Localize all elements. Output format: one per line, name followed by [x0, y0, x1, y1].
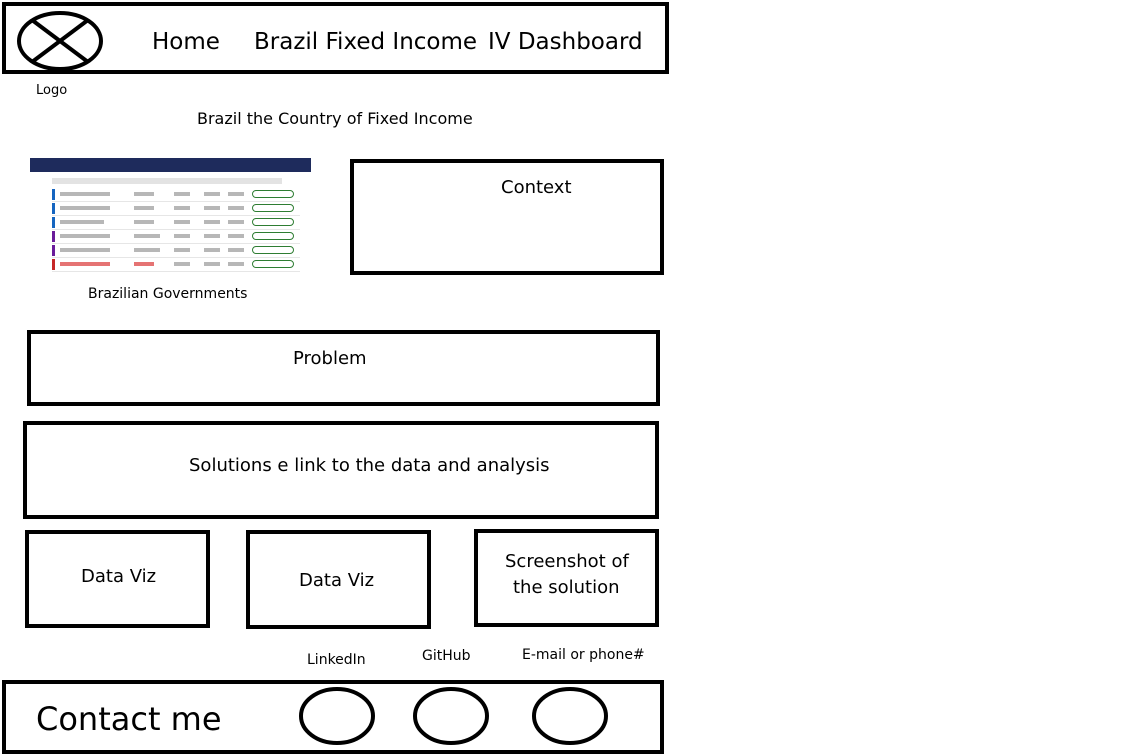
nav-link-brazil-fixed-income[interactable]: Brazil Fixed Income	[254, 29, 478, 55]
screenshot-label-line2: the solution	[513, 577, 620, 598]
contact-bar: Contact me	[2, 680, 664, 754]
data-viz-label-1: Data Viz	[81, 566, 157, 587]
context-heading: Context	[501, 177, 572, 198]
thumbnail-row	[52, 244, 300, 258]
logo-label: Logo	[36, 83, 68, 98]
contact-title: Contact me	[36, 700, 222, 738]
problem-section: Problem	[27, 330, 660, 406]
problem-heading: Problem	[293, 348, 367, 369]
solutions-section[interactable]: Solutions e link to the data and analysi…	[23, 421, 659, 519]
thumbnail-row	[52, 202, 300, 216]
data-viz-tile-2[interactable]: Data Viz	[246, 530, 431, 629]
context-section: Context	[350, 159, 664, 275]
linkedin-label: LinkedIn	[307, 652, 366, 668]
thumbnail-row	[52, 188, 300, 202]
nav-bar: Home Brazil Fixed Income IV Dashboard	[2, 2, 669, 74]
image-caption: Brazilian Governments	[88, 286, 248, 302]
thumbnail-row	[52, 230, 300, 244]
thumbnail-row	[52, 258, 300, 272]
github-icon[interactable]	[412, 686, 490, 746]
brazilian-governments-image	[30, 158, 311, 275]
screenshot-tile[interactable]: Screenshot of the solution	[474, 529, 659, 627]
thumbnail-row	[52, 216, 300, 230]
solutions-heading: Solutions e link to the data and analysi…	[189, 455, 550, 476]
data-viz-label-2: Data Viz	[299, 570, 375, 591]
screenshot-label-line1: Screenshot of	[505, 551, 629, 572]
email-phone-icon[interactable]	[531, 686, 609, 746]
nav-link-home[interactable]: Home	[152, 29, 220, 55]
email-phone-label: E-mail or phone#	[522, 647, 645, 663]
thumbnail-header-bar	[30, 158, 311, 172]
github-label: GitHub	[422, 648, 471, 664]
data-viz-tile-1[interactable]: Data Viz	[25, 530, 210, 628]
thumbnail-column-header	[52, 178, 282, 184]
nav-link-iv-dashboard[interactable]: IV Dashboard	[488, 29, 643, 55]
linkedin-icon[interactable]	[298, 686, 376, 746]
page-title: Brazil the Country of Fixed Income	[197, 109, 473, 128]
logo-placeholder-icon[interactable]	[16, 10, 104, 72]
